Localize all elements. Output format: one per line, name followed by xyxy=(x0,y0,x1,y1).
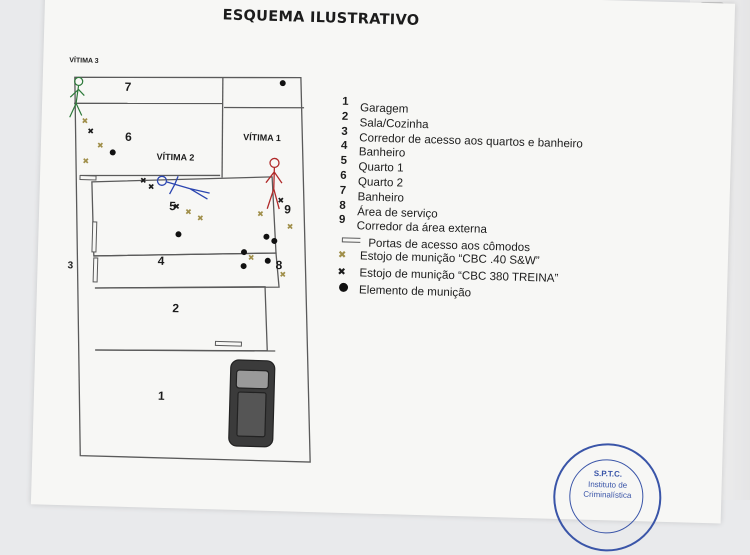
room-label-6: 6 xyxy=(125,130,132,144)
door-1 xyxy=(91,221,98,253)
svg-text:✖: ✖ xyxy=(97,141,104,150)
victim1-figure xyxy=(265,157,283,210)
victim2-figure xyxy=(156,175,210,200)
svg-text:✖: ✖ xyxy=(140,176,147,185)
ammo-elements xyxy=(109,80,286,270)
wall-room6 xyxy=(80,174,221,177)
svg-text:✖: ✖ xyxy=(279,270,286,279)
svg-text:✖: ✖ xyxy=(287,222,294,231)
room-label-1: 1 xyxy=(158,389,165,403)
room-label-8: 8 xyxy=(275,258,282,272)
wall-garage xyxy=(95,349,276,352)
room-label-2: 2 xyxy=(172,301,179,315)
victim1-label: VÍTIMA 1 xyxy=(243,132,281,143)
victim3-label: VÍTIMA 3 xyxy=(69,55,99,65)
victim2-label: VÍTIMA 2 xyxy=(156,152,194,163)
svg-text:✖: ✖ xyxy=(248,253,255,262)
svg-text:✖: ✖ xyxy=(277,196,284,205)
door-3 xyxy=(214,340,242,347)
wall-room2 xyxy=(94,286,268,352)
casings-40: ✖✖✖ ✖✖ ✖✖ ✖✖ xyxy=(81,117,294,280)
door-2 xyxy=(92,257,99,283)
wall-divider-upper xyxy=(221,77,224,178)
floor-plan: 7 6 5 4 3 2 1 8 9 VÍTIMA 3 VÍTIMA 2 VÍTI… xyxy=(67,55,311,463)
door-4 xyxy=(79,174,97,181)
casings-380: ✖✖✖ ✖✖ xyxy=(87,127,284,212)
room-label-5: 5 xyxy=(169,199,176,213)
svg-text:✖: ✖ xyxy=(257,209,264,218)
room-label-4: 4 xyxy=(158,254,165,268)
svg-text:✖: ✖ xyxy=(82,157,89,166)
victim3-figure xyxy=(69,76,85,118)
stamp-line-1: S.P.T.C. xyxy=(593,468,623,479)
svg-text:✖: ✖ xyxy=(81,117,88,126)
ammo-element-icon xyxy=(338,282,349,292)
room-label-7: 7 xyxy=(124,80,131,94)
outer-wall xyxy=(74,76,311,463)
institution-stamp: S.P.T.C. Instituto de Criminalística xyxy=(551,441,663,553)
car-icon xyxy=(228,359,276,448)
svg-text:✖: ✖ xyxy=(197,214,204,223)
svg-text:✖: ✖ xyxy=(185,207,192,216)
wall-room7 xyxy=(74,102,223,105)
svg-text:✖: ✖ xyxy=(148,182,155,191)
document-page: ESQUEMA ILUSTRATIVO 7 6 xyxy=(30,0,736,553)
room-label-9: 9 xyxy=(284,202,291,216)
svg-text:✖: ✖ xyxy=(87,127,94,136)
door-symbol-icon xyxy=(341,237,361,244)
svg-text:✖: ✖ xyxy=(173,202,180,211)
wall-room9 xyxy=(224,106,305,109)
legend-door: Portas de acesso aos cômodos xyxy=(338,232,638,255)
room-label-3: 3 xyxy=(67,260,73,271)
